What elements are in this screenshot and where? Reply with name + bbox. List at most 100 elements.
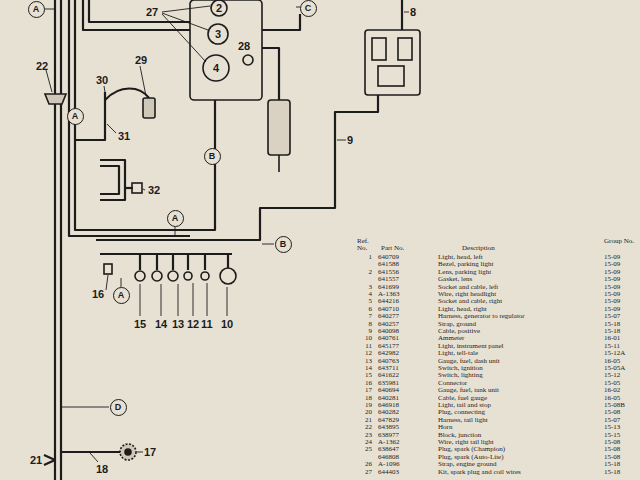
part-number: 640763 bbox=[378, 358, 399, 365]
part-number: 641588 bbox=[378, 261, 399, 268]
callout-number: 16 bbox=[92, 288, 104, 300]
part-description: Switch, lighting bbox=[438, 372, 483, 379]
part-number: 642982 bbox=[378, 350, 399, 357]
part-description: Plug, spark (Champion) bbox=[438, 446, 505, 453]
ref-number: 24 bbox=[365, 439, 372, 446]
part-description: Light, tail and stop bbox=[438, 402, 491, 409]
callout-number: 4 bbox=[213, 62, 219, 74]
part-number: 646918 bbox=[378, 402, 399, 409]
circle-letter: A bbox=[118, 290, 125, 300]
group-number: 16-05 bbox=[604, 395, 620, 402]
part-number: 646808 bbox=[378, 454, 399, 461]
wire-letter-circle: B bbox=[204, 148, 221, 165]
ref-number: 13 bbox=[365, 358, 372, 365]
ref-number: 19 bbox=[365, 402, 372, 409]
ref-number: 5 bbox=[369, 298, 373, 305]
table-header: Description bbox=[462, 245, 495, 252]
part-description: Harness, tail light bbox=[438, 417, 488, 424]
table-header: Ref. No. bbox=[357, 238, 374, 252]
circle-letter: A bbox=[33, 4, 40, 14]
wire-letter-circle: C bbox=[300, 0, 317, 17]
group-number: 15-12 bbox=[604, 372, 620, 379]
group-number: 15-18 bbox=[604, 321, 620, 328]
callout-number: 2 bbox=[216, 2, 222, 14]
table-header: Group No. bbox=[604, 238, 634, 245]
part-description: Block, junction bbox=[438, 432, 481, 439]
callout-number: 15 bbox=[134, 318, 146, 330]
callout-number: 18 bbox=[96, 463, 108, 475]
part-description: Socket and cable, left bbox=[438, 284, 498, 291]
part-number: 640277 bbox=[378, 313, 399, 320]
group-number: 16-05 bbox=[604, 358, 620, 365]
part-description: Lens, parking light bbox=[438, 269, 491, 276]
callout-number: 27 bbox=[146, 6, 158, 18]
part-number: 640281 bbox=[378, 395, 399, 402]
group-number: 15-05 bbox=[604, 380, 620, 387]
part-number: 640709 bbox=[378, 254, 399, 261]
part-description: Gauge, fuel, tank unit bbox=[438, 387, 499, 394]
part-description: Strap, engine ground bbox=[438, 461, 497, 468]
group-number: 15-09 bbox=[604, 261, 620, 268]
part-description: Gauge, fuel, dash unit bbox=[438, 358, 500, 365]
ref-number: 1 bbox=[369, 254, 373, 261]
part-description: Harness, generator to regulator bbox=[438, 313, 525, 320]
ref-number: 27 bbox=[365, 469, 372, 476]
ref-number: 10 bbox=[365, 335, 372, 342]
ref-number: 3 bbox=[369, 284, 373, 291]
part-description: Kit, spark plug and coil wires bbox=[438, 469, 521, 476]
part-description: Strap, ground bbox=[438, 321, 476, 328]
ref-number: 11 bbox=[365, 343, 372, 350]
part-number: 641622 bbox=[378, 372, 399, 379]
part-number: 640257 bbox=[378, 321, 399, 328]
group-number: 15-08B bbox=[604, 402, 625, 409]
callout-number: 3 bbox=[215, 28, 221, 40]
part-number: A-1363 bbox=[378, 291, 399, 298]
group-number: 15-09 bbox=[604, 291, 620, 298]
circle-letter: A bbox=[72, 111, 79, 121]
ref-number: 16 bbox=[365, 380, 372, 387]
callout-number: 28 bbox=[238, 40, 250, 52]
group-number: 16-02 bbox=[604, 387, 620, 394]
group-number: 15-09 bbox=[604, 254, 620, 261]
circle-letter: D bbox=[115, 402, 122, 412]
ref-number: 6 bbox=[369, 306, 373, 313]
part-description: Plug, connecting bbox=[438, 409, 485, 416]
ref-number: 20 bbox=[365, 409, 372, 416]
callout-number: 30 bbox=[96, 74, 108, 86]
wire-letter-circle: A bbox=[67, 108, 84, 125]
table-header: Part No. bbox=[381, 245, 404, 252]
ref-number: 17 bbox=[365, 387, 372, 394]
ref-number: 22 bbox=[365, 424, 372, 431]
group-number: 15-15 bbox=[604, 432, 620, 439]
part-number: 647829 bbox=[378, 417, 399, 424]
callout-number: 32 bbox=[148, 184, 160, 196]
callout-number: 22 bbox=[36, 60, 48, 72]
group-number: 16-01 bbox=[604, 335, 620, 342]
part-description: Wire, right headlight bbox=[438, 291, 496, 298]
part-description: Ammeter bbox=[438, 335, 464, 342]
part-number: 644216 bbox=[378, 298, 399, 305]
ref-number: 18 bbox=[365, 395, 372, 402]
wire-letter-circle: A bbox=[28, 1, 45, 18]
callout-number: 8 bbox=[410, 6, 416, 18]
part-description: Horn bbox=[438, 424, 452, 431]
part-description: Switch, ignition bbox=[438, 365, 483, 372]
callout-number: 31 bbox=[118, 130, 130, 142]
group-number: 15-09 bbox=[604, 284, 620, 291]
part-number: 643895 bbox=[378, 424, 399, 431]
part-number: 640282 bbox=[378, 409, 399, 416]
callout-number: 12 bbox=[187, 318, 199, 330]
callout-number: 11 bbox=[201, 318, 213, 330]
ref-number: 7 bbox=[369, 313, 373, 320]
group-number: 15-18 bbox=[604, 461, 620, 468]
ref-number: 21 bbox=[365, 417, 372, 424]
ref-number: 14 bbox=[365, 365, 372, 372]
part-number: 645177 bbox=[378, 343, 399, 350]
circle-letter: B bbox=[209, 151, 216, 161]
group-number: 15-13 bbox=[604, 424, 620, 431]
part-description: Cable, fuel gauge bbox=[438, 395, 487, 402]
ref-number: 2 bbox=[369, 269, 373, 276]
part-number: 644403 bbox=[378, 469, 399, 476]
group-number: 15-11 bbox=[604, 343, 620, 350]
ref-number: 15 bbox=[365, 372, 372, 379]
